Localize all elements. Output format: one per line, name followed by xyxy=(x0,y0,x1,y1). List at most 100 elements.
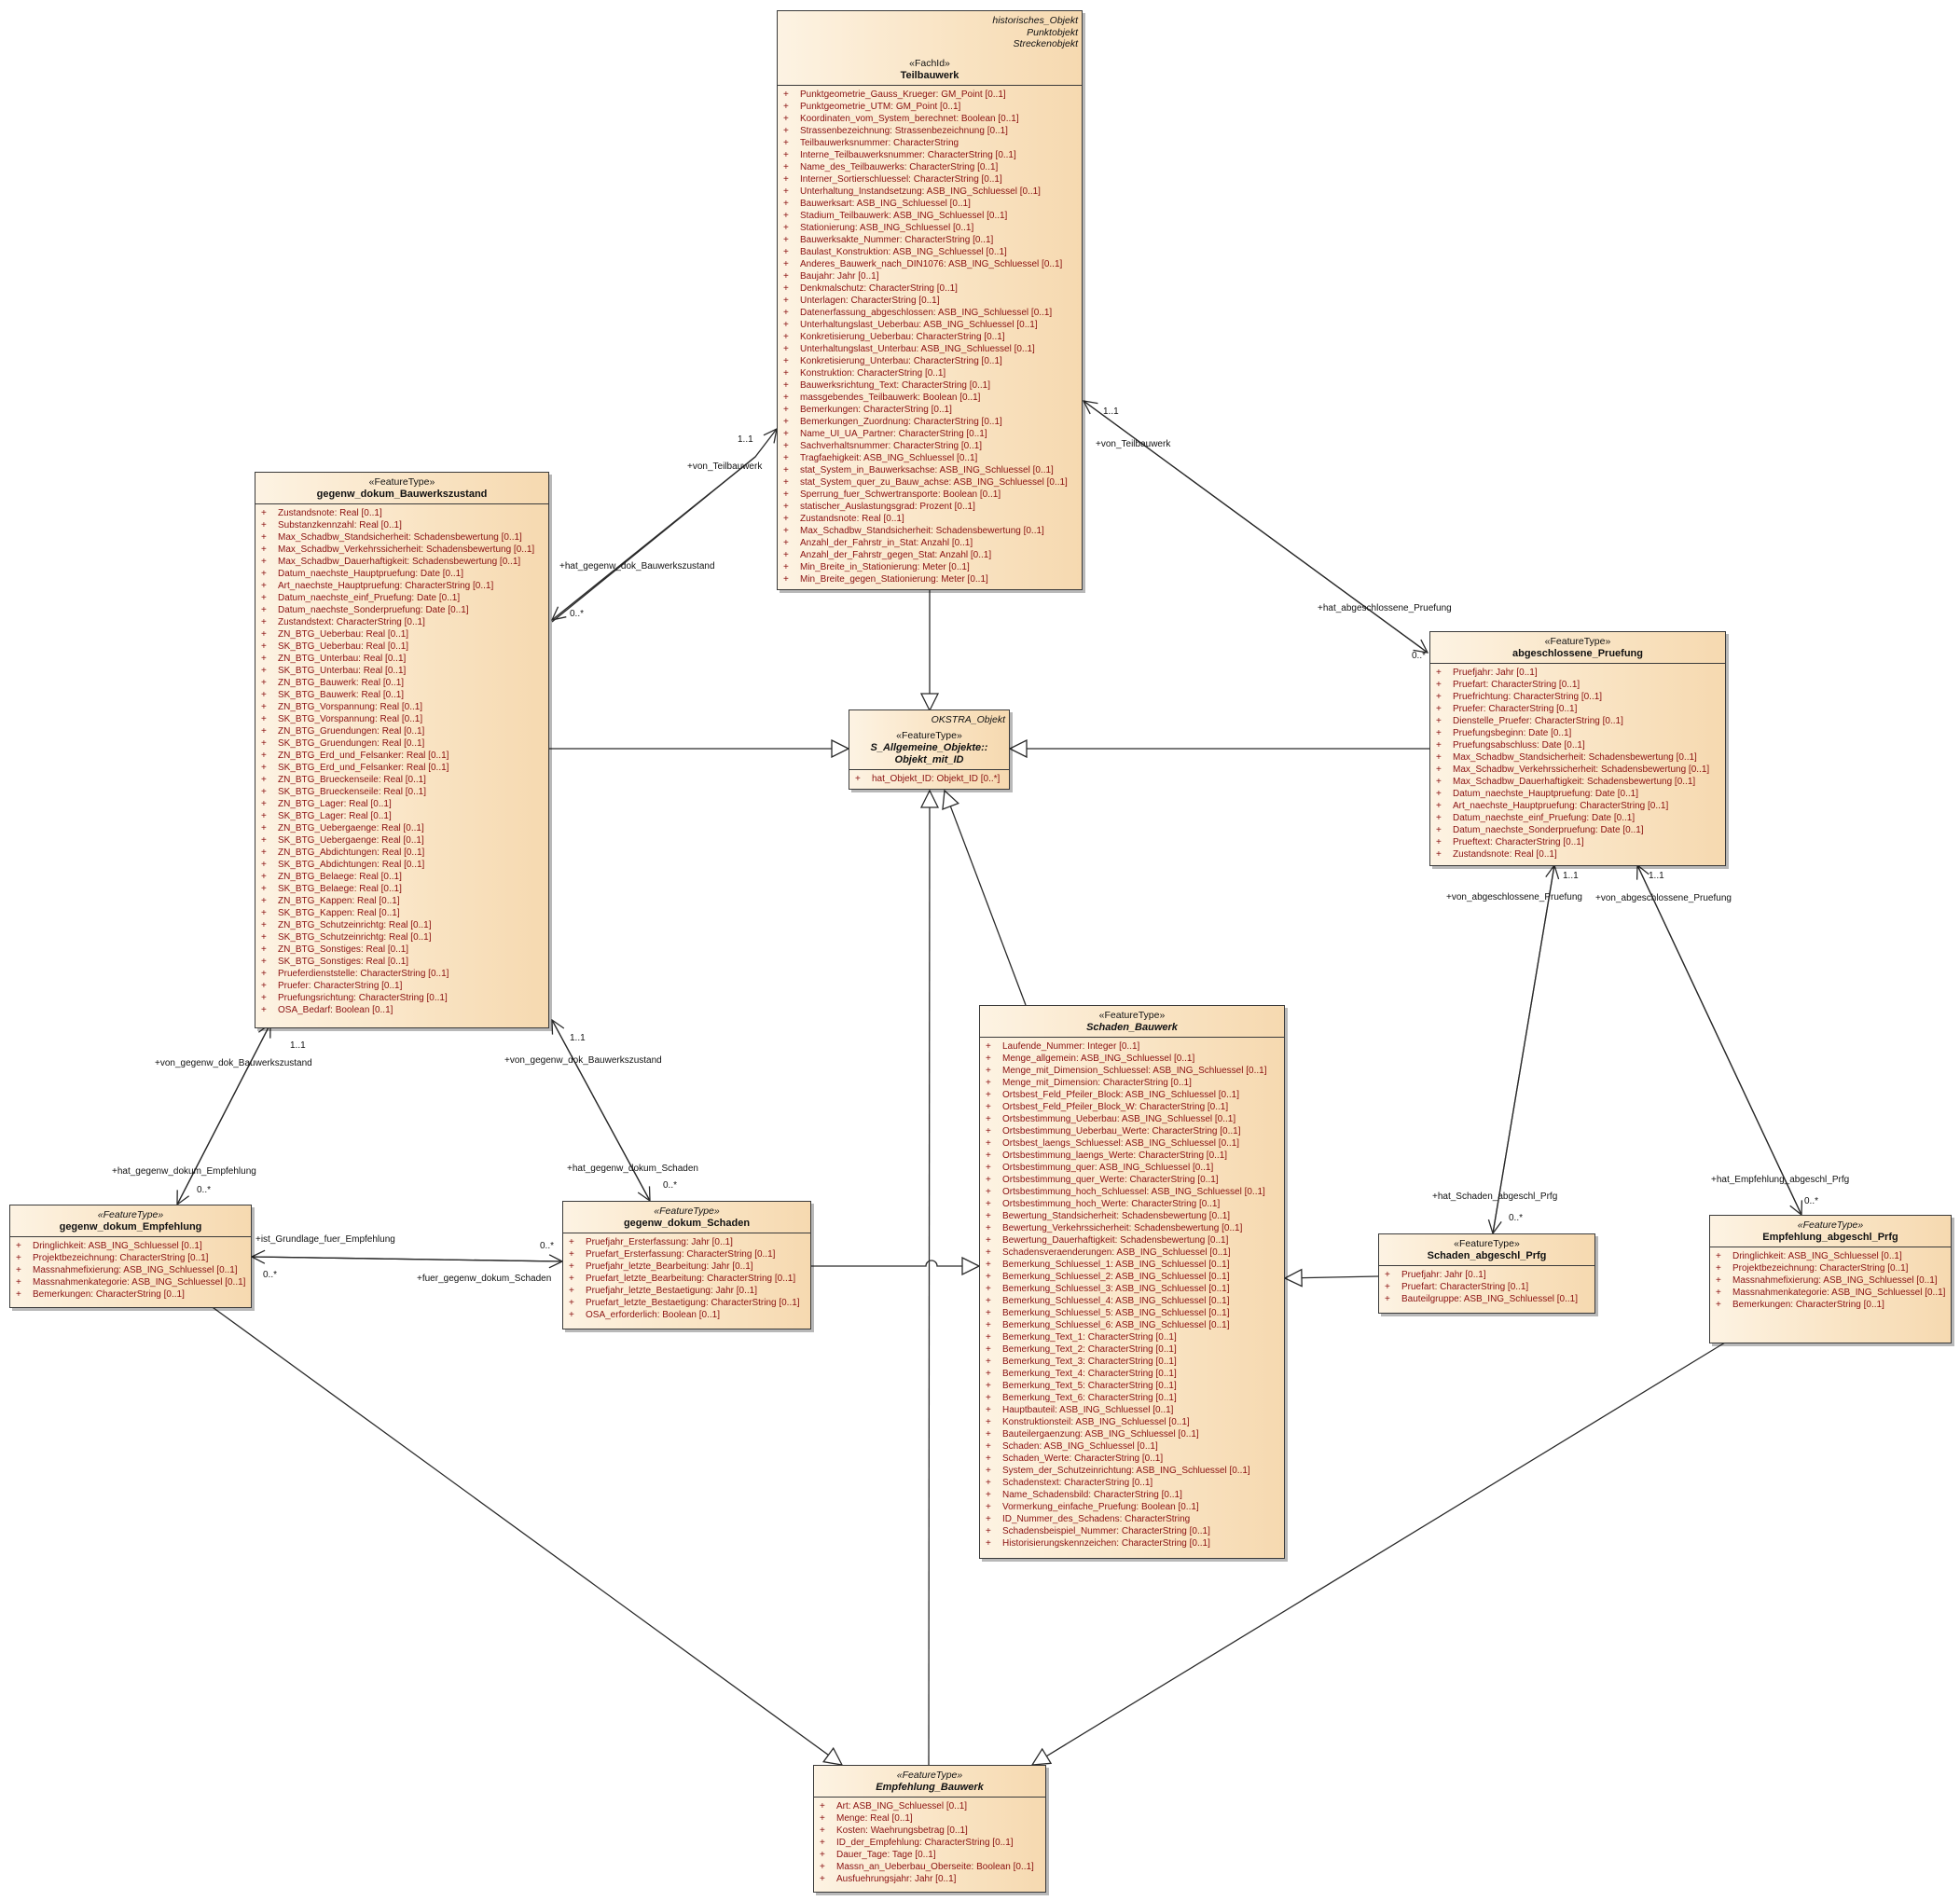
attribute-row: +Pruefart_letzte_Bestaetigung: Character… xyxy=(569,1297,807,1309)
attribute-text: Max_Schadbw_Verkehrssicherheit: Schadens… xyxy=(1453,765,1710,775)
attribute-text: Anzahl_der_Fahrstr_in_Stat: Anzahl [0..1… xyxy=(800,537,973,548)
attribute-text: Datum_naechste_einf_Pruefung: Date [0..1… xyxy=(1453,813,1636,823)
attribute-text: Schadensbeispiel_Nummer: CharacterString… xyxy=(1002,1526,1210,1536)
visibility-public-marker: + xyxy=(986,1405,991,1415)
attribute-text: Ortsbestimmung_quer: ASB_ING_Schluessel … xyxy=(1002,1163,1214,1173)
class-gegenw-dokum-bauwerkszustand[interactable]: «FeatureType» gegenw_dokum_Bauwerkszusta… xyxy=(255,472,549,1028)
visibility-public-marker: + xyxy=(569,1310,574,1320)
attribute-row: +Ortsbest_laengs_Schluessel: ASB_ING_Sch… xyxy=(986,1137,1280,1150)
attribute-text: Ausfuehrungsjahr: Jahr [0..1] xyxy=(836,1874,957,1884)
attribute-row: +Menge_mit_Dimension_Schluessel: ASB_ING… xyxy=(986,1065,1280,1077)
visibility-public-marker: + xyxy=(261,581,267,591)
attribute-text: ZN_BTG_Unterbau: Real [0..1] xyxy=(278,654,407,664)
attribute-row: +Baujahr: Jahr [0..1] xyxy=(783,270,1078,282)
class-empfehlung-abgeschl-prfg[interactable]: «FeatureType» Empfehlung_abgeschl_Prfg +… xyxy=(1709,1215,1952,1343)
attribute-row: +Ortsbest_Feld_Pfeiler_Block: ASB_ING_Sc… xyxy=(986,1089,1280,1101)
attribute-text: Datum_naechste_Hauptpruefung: Date [0..1… xyxy=(278,569,464,579)
attribute-row: +Bemerkungen: CharacterString [0..1] xyxy=(783,404,1078,416)
visibility-public-marker: + xyxy=(986,1223,991,1233)
attribute-text: Max_Schadbw_Dauerhaftigkeit: Schadensbew… xyxy=(1453,777,1696,787)
attribute-row: +Bemerkung_Text_2: CharacterString [0..1… xyxy=(986,1343,1280,1356)
attribute-text: Schaden_Werte: CharacterString [0..1] xyxy=(1002,1453,1164,1464)
attribute-row: +Tragfaehigkeit: ASB_ING_Schluessel [0..… xyxy=(783,452,1078,464)
class-tag: historisches_Objekt xyxy=(992,15,1078,26)
visibility-public-marker: + xyxy=(820,1813,825,1824)
attribute-text: Datum_naechste_Hauptpruefung: Date [0..1… xyxy=(1453,789,1639,799)
attribute-row: +Bemerkung_Text_6: CharacterString [0..1… xyxy=(986,1392,1280,1404)
visibility-public-marker: + xyxy=(986,1054,991,1064)
visibility-public-marker: + xyxy=(783,464,789,475)
attribute-text: Ortsbestimmung_hoch_Werte: CharacterStri… xyxy=(1002,1199,1221,1209)
visibility-public-marker: + xyxy=(986,1502,991,1512)
attribute-text: Bemerkungen_Zuordnung: CharacterString [… xyxy=(800,416,1002,427)
class-stereotype: «FeatureType» xyxy=(1797,1219,1864,1231)
visibility-public-marker: + xyxy=(783,270,789,282)
attribute-list: +Zustandsnote: Real [0..1]+Substanzkennz… xyxy=(255,504,548,1018)
class-schaden-bauwerk[interactable]: «FeatureType» Schaden_Bauwerk +Laufende_… xyxy=(979,1005,1285,1559)
visibility-public-marker: + xyxy=(986,1381,991,1391)
visibility-public-marker: + xyxy=(783,198,789,209)
class-empfehlung-bauwerk[interactable]: «FeatureType» Empfehlung_Bauwerk +Art: A… xyxy=(813,1765,1046,1893)
attribute-text: Anzahl_der_Fahrstr_gegen_Stat: Anzahl [0… xyxy=(800,549,992,560)
attribute-text: Bewertung_Dauerhaftigkeit: Schadensbewer… xyxy=(1002,1235,1229,1246)
visibility-public-marker: + xyxy=(783,125,789,136)
attribute-row: +Schadensbeispiel_Nummer: CharacterStrin… xyxy=(986,1525,1280,1537)
class-gegenw-dokum-empfehlung[interactable]: «FeatureType» gegenw_dokum_Empfehlung +D… xyxy=(9,1205,252,1308)
visibility-public-marker: + xyxy=(1436,752,1442,763)
attribute-text: Massnahmefixierung: ASB_ING_Schluessel [… xyxy=(1732,1275,1938,1286)
attribute-row: +statischer_Auslastungsgrad: Prozent [0.… xyxy=(783,501,1078,513)
visibility-public-marker: + xyxy=(261,702,267,712)
attribute-row: +Datenerfassung_abgeschlossen: ASB_ING_S… xyxy=(783,307,1078,319)
class-teilbauwerk[interactable]: historisches_Objekt Punktobjekt Strecken… xyxy=(777,10,1083,590)
visibility-public-marker: + xyxy=(783,149,789,160)
attribute-row: +Substanzkennzahl: Real [0..1] xyxy=(261,519,545,531)
attribute-row: +Prueftext: CharacterString [0..1] xyxy=(1436,836,1721,848)
attribute-text: ZN_BTG_Uebergaenge: Real [0..1] xyxy=(278,823,424,833)
visibility-public-marker: + xyxy=(986,1417,991,1427)
attribute-row: +Ortsbestimmung_Ueberbau: ASB_ING_Schlue… xyxy=(986,1113,1280,1125)
attribute-row: +SK_BTG_Vorspannung: Real [0..1] xyxy=(261,713,545,725)
visibility-public-marker: + xyxy=(783,234,789,245)
visibility-public-marker: + xyxy=(783,295,789,306)
attribute-row: + Strassenbezeichnung: Strassenbezeichnun… xyxy=(783,125,1078,137)
role-label: +hat_gegenw_dokum_Empfehlung xyxy=(112,1166,256,1177)
attribute-text: Sperrung_fuer_Schwertransporte: Boolean … xyxy=(800,489,1001,500)
visibility-public-marker: + xyxy=(1436,668,1442,678)
visibility-public-marker: + xyxy=(261,896,267,906)
role-label: +von_Teilbauwerk xyxy=(1096,439,1171,449)
attribute-row: +Laufende_Nummer: Integer [0..1] xyxy=(986,1040,1280,1053)
visibility-public-marker: + xyxy=(261,835,267,846)
attribute-text: Konkretisierung_Ueberbau: CharacterStrin… xyxy=(800,331,1005,342)
attribute-text: Pruefjahr: Jahr [0..1] xyxy=(1401,1270,1486,1280)
class-header: OKSTRA_Objekt «FeatureType» S_Allgemeine… xyxy=(849,710,1009,770)
attribute-text: Unterhaltungslast_Unterbau: ASB_ING_Schl… xyxy=(800,343,1035,354)
role-label: +ist_Grundlage_fuer_Empfehlung xyxy=(255,1234,395,1245)
role-label: +von_Teilbauwerk xyxy=(687,461,763,472)
attribute-row: +Menge_mit_Dimension: CharacterString [0… xyxy=(986,1077,1280,1089)
attribute-text: Schadensveraenderungen: ASB_ING_Schluess… xyxy=(1002,1247,1231,1258)
attribute-text: ZN_BTG_Abdichtungen: Real [0..1] xyxy=(278,847,425,858)
assoc-bwz-empfehlung-down xyxy=(177,1023,271,1205)
visibility-public-marker: + xyxy=(986,1478,991,1488)
attribute-row: +Koordinaten_vom_System_berechnet: Boole… xyxy=(783,113,1078,125)
attribute-row: +Bemerkung_Schluessel_3: ASB_ING_Schlues… xyxy=(986,1283,1280,1295)
attribute-row: +SK_BTG_Bauwerk: Real [0..1] xyxy=(261,689,545,701)
class-abgeschlossene-pruefung[interactable]: «FeatureType» abgeschlossene_Pruefung +P… xyxy=(1429,631,1726,866)
attribute-text: Name_des_Teilbauwerks: CharacterString [… xyxy=(800,161,999,172)
attribute-row: +Konstruktion: CharacterString [0..1] xyxy=(783,367,1078,379)
attribute-text: Konstruktionsteil: ASB_ING_Schluessel [0… xyxy=(1002,1417,1190,1427)
class-schaden-abgeschl-prfg[interactable]: «FeatureType» Schaden_abgeschl_Prfg +Pru… xyxy=(1378,1233,1595,1314)
class-gegenw-dokum-schaden[interactable]: «FeatureType» gegenw_dokum_Schaden +Prue… xyxy=(562,1201,811,1329)
attribute-text: Prueftext: CharacterString [0..1] xyxy=(1453,837,1584,847)
attribute-row: +Bemerkung_Text_3: CharacterString [0..1… xyxy=(986,1356,1280,1368)
attribute-row: +Pruefart: CharacterString [0..1] xyxy=(1436,679,1721,691)
attribute-text: Strassenbezeichnung: Strassenbezeichnung… xyxy=(800,125,1008,136)
attribute-text: Konstruktion: CharacterString [0..1] xyxy=(800,367,946,379)
class-objekt-mit-id[interactable]: OKSTRA_Objekt «FeatureType» S_Allgemeine… xyxy=(849,709,1010,790)
attribute-row: +Bauwerksart: ASB_ING_Schluessel [0..1] xyxy=(783,198,1078,210)
attribute-text: stat_System_in_Bauwerksachse: ASB_ING_Sc… xyxy=(800,464,1054,475)
attribute-text: Vormerkung_einfache_Pruefung: Boolean [0… xyxy=(1002,1502,1199,1512)
attribute-row: +Punktgeometrie_Gauss_Krueger: GM_Point … xyxy=(783,89,1078,101)
visibility-public-marker: + xyxy=(783,392,789,403)
